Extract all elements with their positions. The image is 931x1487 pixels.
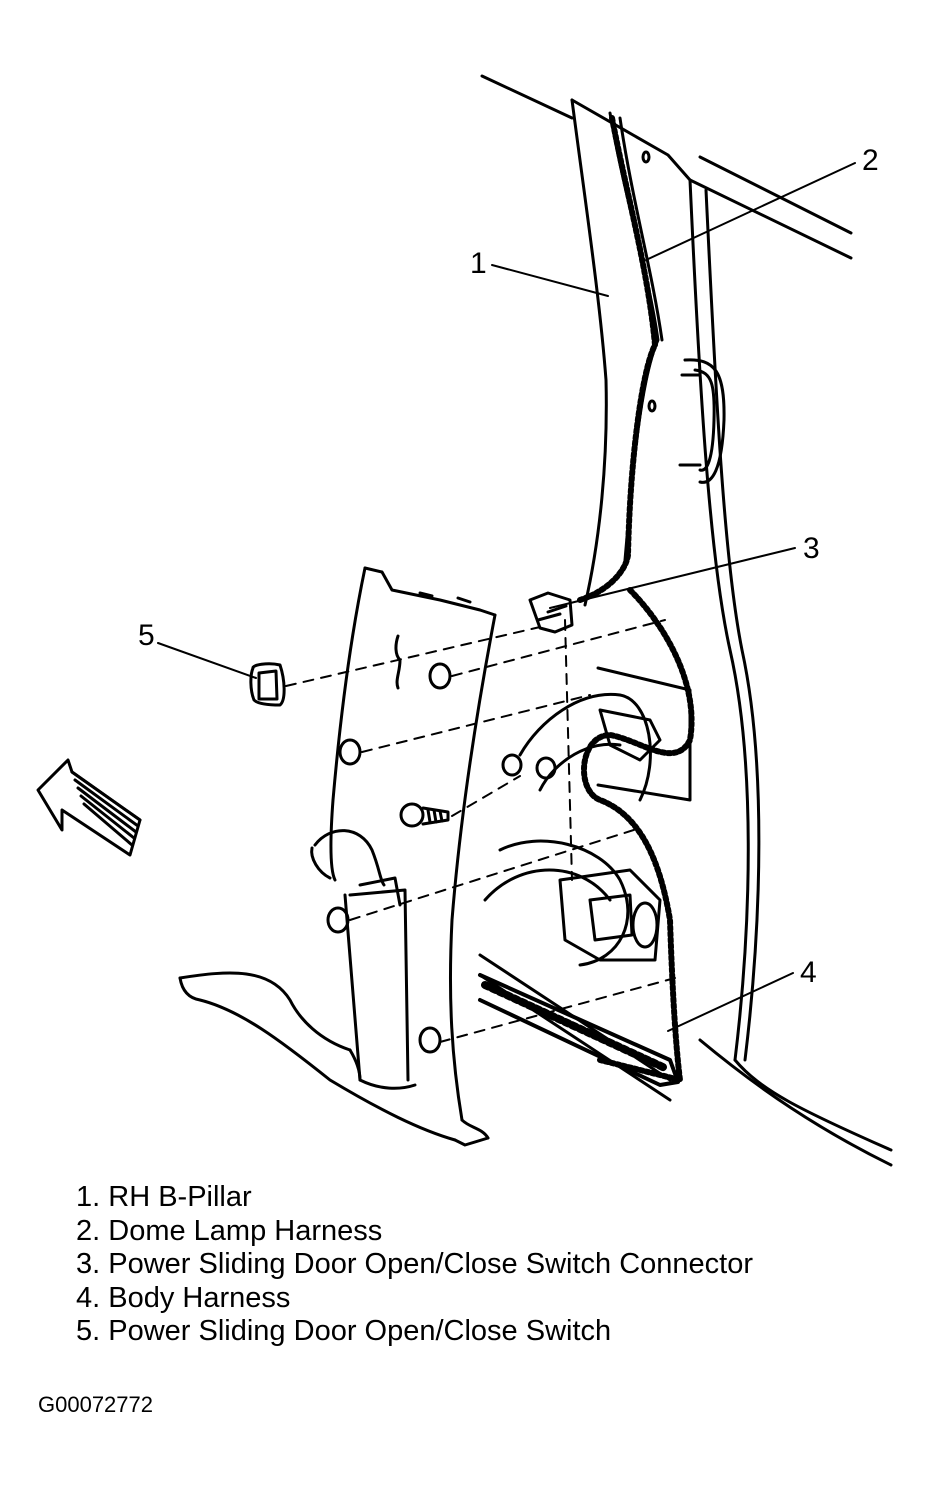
figure-code: G00072772 — [38, 1392, 153, 1417]
dome-lamp-harness — [577, 115, 658, 603]
legend-item: 3. Power Sliding Door Open/Close Switch … — [76, 1248, 754, 1281]
legend-item: 1. RH B-Pillar — [76, 1181, 252, 1213]
screw — [399, 802, 450, 828]
legend-list: 1. RH B-Pillar 2. Dome Lamp Harness 3. P… — [76, 1181, 753, 1349]
callout-4: 4 — [800, 956, 817, 989]
body-harness — [483, 587, 695, 1083]
direction-arrow — [36, 758, 142, 857]
legend-item: 4. Body Harness — [76, 1281, 291, 1314]
callout-5: 5 — [138, 619, 155, 652]
callout-3: 3 — [803, 532, 820, 565]
rocker-sill — [478, 973, 680, 1087]
alignment-lines — [285, 619, 676, 1043]
callout-2: 2 — [862, 144, 879, 177]
leader-lines — [157, 162, 856, 1032]
callout-1: 1 — [470, 247, 487, 280]
power-sliding-door-switch — [249, 662, 286, 707]
b-pillar-trim-panel — [178, 566, 497, 1147]
b-pillar-upper — [570, 98, 726, 607]
latch-bracket — [558, 666, 692, 962]
legend-item: 2. Dome Lamp Harness — [76, 1214, 383, 1247]
legend-item: 5. Power Sliding Door Open/Close Switch — [76, 1315, 612, 1348]
